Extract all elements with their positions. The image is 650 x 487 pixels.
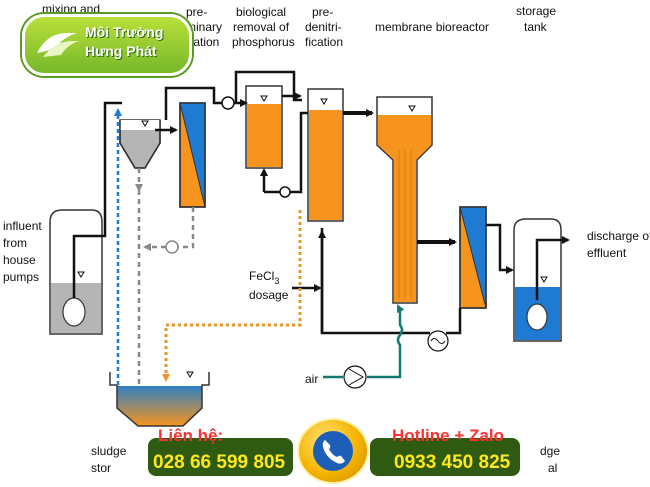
label-sludge-right-1: dge xyxy=(540,444,560,458)
label-prelim-1: pre- xyxy=(186,5,207,19)
label-prelim-2: minary xyxy=(186,20,222,34)
influent-pump-icon xyxy=(62,297,86,327)
label-influent-3: house xyxy=(3,253,36,267)
label-bio-1: biological xyxy=(236,5,286,19)
valve-icon xyxy=(221,96,235,110)
contact-banner: Liên hệ: 028 66 599 805 Hotline + Zalo 0… xyxy=(0,424,650,480)
label-fecl3: FeCl3 xyxy=(249,269,279,286)
label-air: air xyxy=(305,372,318,386)
contact-label: Liên hệ: xyxy=(158,426,224,445)
hotline-number[interactable]: 0933 450 825 xyxy=(394,452,511,473)
company-logo: Môi Trường Hưng Phát xyxy=(22,14,192,76)
influent-tank xyxy=(49,209,103,335)
label-storage-1: storage xyxy=(516,4,556,18)
contact-bar-left xyxy=(148,438,293,476)
final-filter xyxy=(459,206,487,309)
contact-bar-right xyxy=(370,438,520,476)
label-denit-2: denitri- xyxy=(305,20,342,34)
label-dosage: dosage xyxy=(249,288,289,302)
label-storage-2: tank xyxy=(524,20,548,34)
label-sludge-right-2: al xyxy=(548,461,557,475)
label-discharge-2: effluent xyxy=(587,246,627,260)
logo-mark-icon xyxy=(37,33,79,57)
recycle-valve-icon xyxy=(279,186,291,198)
label-denit-1: pre- xyxy=(312,5,333,19)
label-denit-3: fication xyxy=(305,35,343,49)
gray-sludge-lines xyxy=(135,168,195,385)
label-influent-1: influent xyxy=(3,219,42,233)
call-button[interactable] xyxy=(297,418,369,484)
hotline-label: Hotline + Zalo xyxy=(392,426,504,445)
contact-number[interactable]: 028 66 599 805 xyxy=(153,452,286,473)
sludge-return-valve-icon xyxy=(165,240,179,254)
logo-text: Môi Trường Hưng Phát xyxy=(85,23,163,61)
fecl3-main: FeCl xyxy=(249,269,274,283)
bio-phosphorus-tank xyxy=(245,85,283,169)
phone-icon xyxy=(313,431,353,471)
membrane-bioreactor xyxy=(376,96,433,304)
logo-line-1: Môi Trường xyxy=(85,24,164,40)
air-blower-icon xyxy=(343,365,367,389)
label-sludge-left-1: sludge xyxy=(91,444,127,458)
mixing-tank xyxy=(119,119,161,169)
label-sludge-left-2: stor xyxy=(91,461,111,475)
label-bio-2: removal of xyxy=(233,20,290,34)
label-discharge-1: discharge of xyxy=(587,229,650,243)
fecl3-sub: 3 xyxy=(274,276,279,286)
label-influent-4: pumps xyxy=(3,270,39,284)
prelim-filter xyxy=(179,102,206,208)
logo-line-2: Hưng Phát xyxy=(85,43,157,59)
denitrification-tank xyxy=(307,88,344,222)
label-influent-2: from xyxy=(3,236,27,250)
orange-excess-sludge-line xyxy=(162,210,302,382)
air-line xyxy=(323,304,405,379)
sludge-storage-tank xyxy=(109,371,210,427)
label-bio-3: phosphorus xyxy=(232,35,295,49)
label-prelim-3: tration xyxy=(186,35,219,49)
label-mbr: membrane bioreactor xyxy=(375,20,489,34)
label-mixing: mixing and xyxy=(42,2,100,16)
main-flow-lines xyxy=(72,70,570,335)
storage-pump-icon xyxy=(526,303,548,331)
